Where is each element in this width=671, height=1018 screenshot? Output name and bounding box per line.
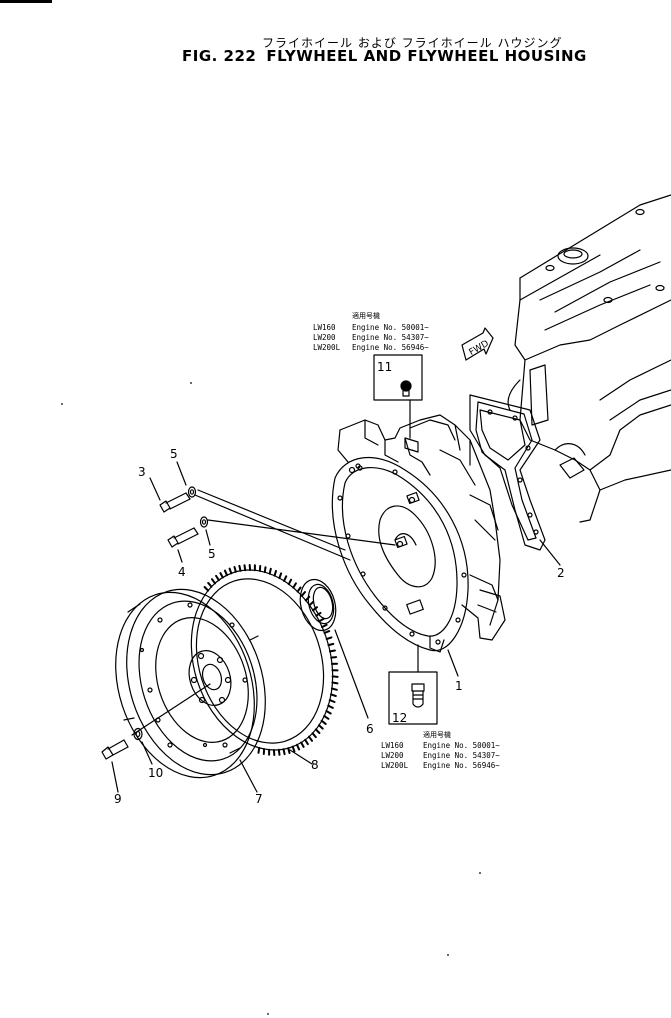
- serial-lower-model-3: LW200L: [381, 761, 409, 770]
- applicable-serial-block-upper: 適用号機 LW160 Engine No. 50001~ LW200 Engin…: [313, 311, 429, 352]
- bolt-projection-lines: [194, 489, 396, 561]
- callout-8: 8: [311, 758, 319, 772]
- title-japanese: フライホイール および フライホイール ハウジング: [262, 36, 563, 50]
- serial-lower-engine-2: Engine No. 54307~: [423, 751, 500, 760]
- figure-title-text: FLYWHEEL AND FLYWHEEL HOUSING: [266, 47, 587, 65]
- serial-lower-engine-3: Engine No. 56946~: [423, 761, 500, 770]
- leader-2: [539, 539, 561, 566]
- leader-5b: [205, 529, 211, 546]
- serial-upper-engine-1: Engine No. 50001~: [352, 323, 429, 332]
- applicable-serial-block-lower: 適用号機 LW160 Engine No. 50001~ LW200 Engin…: [381, 730, 500, 770]
- callout-10: 10: [148, 766, 163, 780]
- callout-7: 7: [255, 792, 263, 806]
- figure-title: FIG. 222 FLYWHEEL AND FLYWHEEL HOUSING: [182, 47, 597, 65]
- callout-numbers: 1 2 3 4 5 5 6 7 8 9 10 11 12: [114, 360, 565, 806]
- bolt-9: [101, 739, 129, 760]
- figure-number: FIG. 222: [182, 47, 257, 65]
- callout-3: 3: [138, 465, 146, 479]
- forward-tag-label: FWD: [468, 339, 491, 358]
- callout-4: 4: [178, 565, 186, 579]
- engine-block: [507, 194, 671, 523]
- leader-4: [177, 549, 183, 563]
- leader-7: [239, 759, 258, 793]
- leader-1: [447, 649, 459, 677]
- bolt-4: [167, 527, 199, 548]
- callout-box-12: [388, 671, 438, 725]
- bolt-3: [159, 492, 191, 513]
- corner-mark: [0, 0, 52, 3]
- leader-6: [334, 629, 369, 719]
- serial-upper-model-3: LW200L: [313, 343, 341, 352]
- callout-2: 2: [557, 566, 565, 580]
- serial-lower-model-1: LW160: [381, 741, 404, 750]
- callout-12: 12: [392, 711, 407, 725]
- serial-upper-model-2: LW200: [313, 333, 336, 342]
- housing-gasket: [469, 394, 546, 551]
- washer-10: [133, 727, 143, 741]
- flywheel-housing: [331, 414, 506, 653]
- serial-upper-engine-2: Engine No. 54307~: [352, 333, 429, 342]
- callout-5-lower: 5: [208, 547, 216, 561]
- serial-upper-heading: 適用号機: [352, 311, 380, 320]
- leader-8: [289, 749, 313, 765]
- washer-5-upper: [187, 486, 197, 498]
- callout-9: 9: [114, 792, 122, 806]
- leader-3: [149, 477, 161, 501]
- forward-direction-tag: FWD: [461, 327, 494, 361]
- leader-5a: [176, 461, 187, 486]
- callout-1: 1: [455, 679, 463, 693]
- ring-gear: [190, 564, 339, 756]
- callout-11: 11: [377, 360, 392, 374]
- leader-9: [111, 761, 119, 793]
- washer-5-lower: [199, 516, 209, 528]
- flywheel: [115, 588, 266, 779]
- ring-gear-teeth: [203, 564, 339, 756]
- leader-10: [141, 741, 153, 765]
- serial-upper-model-1: LW160: [313, 323, 336, 332]
- gear-tooth-strokes: [203, 564, 339, 756]
- oil-seal: [299, 578, 337, 632]
- serial-lower-engine-1: Engine No. 50001~: [423, 741, 500, 750]
- callout-box-11: [373, 354, 423, 401]
- serial-lower-heading: 適用号機: [423, 730, 451, 739]
- serial-lower-model-2: LW200: [381, 751, 404, 760]
- callout-5-upper: 5: [170, 447, 178, 461]
- callout-6: 6: [366, 722, 374, 736]
- bolt-9-projection: [131, 683, 211, 736]
- serial-upper-engine-3: Engine No. 56946~: [352, 343, 429, 352]
- scan-specks: [61, 382, 481, 1015]
